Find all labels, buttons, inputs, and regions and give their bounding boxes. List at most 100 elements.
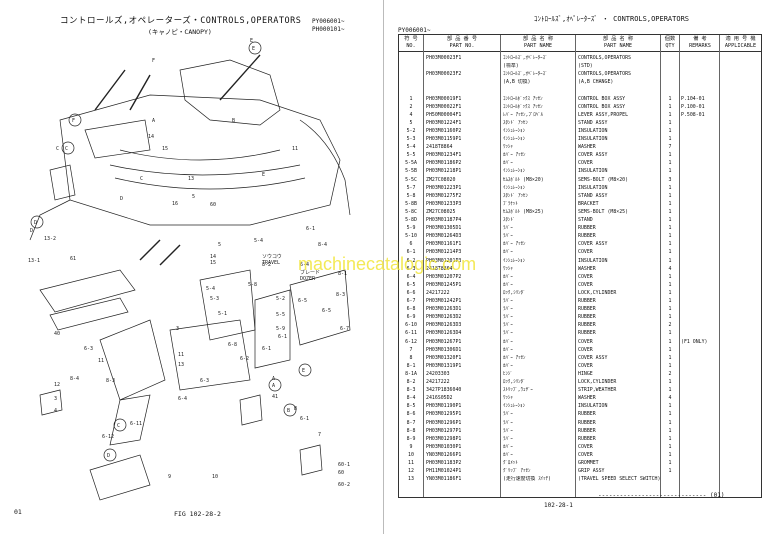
part-callout-label: 12 — [54, 382, 60, 388]
callout-F-label: F — [72, 118, 75, 124]
lever-lower-left — [139, 239, 161, 261]
footer-page-number: 102-28-1 — [544, 502, 573, 509]
cell-en: SEMS-BOLT (M8×20) — [578, 176, 629, 183]
cell-no: 8-4 — [406, 395, 416, 402]
cell-pn: PH03M01030P1 — [426, 443, 462, 450]
cell-jp: ｲﾝｼｭﾚｰｼｮﾝ — [503, 136, 526, 142]
part-callout-label: 11 — [178, 352, 184, 358]
cell-jp: (標準) — [503, 63, 519, 70]
cell-no: 10 — [408, 451, 414, 458]
cell-qty: 1 — [668, 419, 672, 426]
cell-en: INSULATION — [578, 168, 608, 175]
control-lever-left — [94, 69, 126, 111]
dozer-callout-2: DOZER — [300, 276, 316, 282]
cell-jp: ｽﾀﾝﾄﾞ ｱｯｾﾝ — [503, 192, 528, 199]
cell-en: COVER — [578, 346, 593, 353]
cell-jp: ｲﾝｼｭﾚｰｼｮﾝ — [503, 127, 526, 134]
cell-jp: ｸﾞﾛﾒｯﾄ — [503, 460, 518, 466]
cell-qty: 1 — [668, 184, 672, 191]
center-stand — [169, 319, 251, 391]
figure-subtitle: (キャノピ・CANOPY) — [148, 28, 212, 36]
cell-en: STRIP,WEATHER — [578, 387, 617, 394]
cell-qty: 1 — [668, 306, 672, 313]
cell-jp: ｺﾝﾄﾛｰﾙﾎﾞｯｸｽ ｱｯｾﾝ — [503, 103, 543, 110]
cell-no: 7 — [409, 346, 413, 353]
cell-no: 5-8C — [405, 208, 417, 215]
dozer-callout-1: ブレード — [300, 269, 320, 276]
part-callout-label: 9 — [168, 474, 171, 480]
part-callout-label: B — [232, 118, 235, 124]
cell-no: 6-3 — [406, 265, 416, 272]
cell-no: 6-2 — [406, 257, 416, 264]
cell-no: 5-8B — [405, 200, 417, 207]
cell-pn: YN03M01186F1 — [426, 476, 462, 483]
cell-no: 5-7 — [406, 184, 416, 191]
part-callout-label: 5-4 — [254, 238, 263, 244]
cell-pn: PH03M01263D1 — [426, 306, 462, 313]
cell-en: GROMMET — [578, 460, 599, 466]
cell-no: 2 — [409, 103, 413, 110]
cell-jp: ﾛｯｸ,ｼﾘﾝﾀﾞ — [503, 289, 526, 296]
control-cable-1 — [119, 149, 281, 161]
cell-qty: 1 — [668, 281, 672, 288]
part-callout-label: 60 — [338, 470, 344, 476]
part-callout-label: 6-12 — [102, 434, 114, 440]
travel-callout-2: TRAVEL — [262, 260, 280, 266]
cell-no: 11 — [408, 460, 414, 466]
cell-jp: ﾗﾊﾞｰ — [503, 427, 513, 434]
cell-qty: 1 — [668, 427, 672, 434]
side-bracket — [49, 164, 76, 201]
part-callout-label: 5 — [218, 242, 221, 248]
cell-pn: PH50M00004F1 — [426, 111, 462, 118]
cell-pn: PH03M00022F1 — [426, 103, 462, 110]
cell-en: INSULATION — [578, 127, 608, 134]
serial-range-1: PY006001~ — [312, 18, 345, 25]
cell-pn: PH03M01186P2 — [426, 160, 462, 167]
cell-en: LOCK,CYLINDER — [578, 379, 617, 385]
grommet — [39, 389, 63, 416]
travel-cover — [289, 269, 351, 346]
cell-qty: 3 — [668, 176, 672, 183]
cell-qty: 1 — [668, 152, 672, 159]
cell-qty: 1 — [668, 289, 672, 296]
cell-jp: ｶﾊﾞｰ ｱｯｾﾝ — [503, 241, 526, 248]
callout-A — [268, 378, 282, 392]
part-callout-label: 3 — [54, 396, 57, 402]
cell-pn: PH03M00019F1 — [426, 95, 462, 102]
cell-en: WASHER — [578, 395, 596, 402]
cell-no: 6-7 — [406, 298, 416, 304]
cell-pn: PH03M01160P2 — [426, 127, 462, 134]
cell-pn: ZM27C08020 — [426, 176, 456, 183]
part-callout-label: C — [56, 146, 59, 152]
cell-qty: 1 — [668, 168, 672, 175]
part-callout-label: 6-4 — [178, 396, 187, 402]
cell-qty: 1 — [668, 217, 672, 223]
serial-range-2: PH000101~ — [312, 26, 345, 33]
part-callout-label: E — [250, 38, 253, 44]
part-callout-label: 6-8 — [228, 342, 237, 348]
cell-no: 8-2 — [406, 379, 416, 385]
part-callout-label: 8-4 — [318, 242, 327, 248]
cell-no: 9 — [409, 443, 413, 450]
cell-qty: 1 — [668, 233, 672, 240]
cell-en: CONTROL BOX ASSY — [578, 95, 626, 102]
cell-pn: PH03M01183P2 — [426, 460, 462, 466]
cell-no: 8-9 — [406, 435, 416, 442]
cell-no: 6 — [409, 241, 413, 248]
cell-jp: ｶﾊﾞｰ — [503, 362, 513, 369]
cell-pn: PH03M01263D2 — [426, 314, 462, 321]
cell-jp: ﾗﾊﾞｰ — [503, 298, 513, 304]
stand-assy — [99, 319, 166, 401]
